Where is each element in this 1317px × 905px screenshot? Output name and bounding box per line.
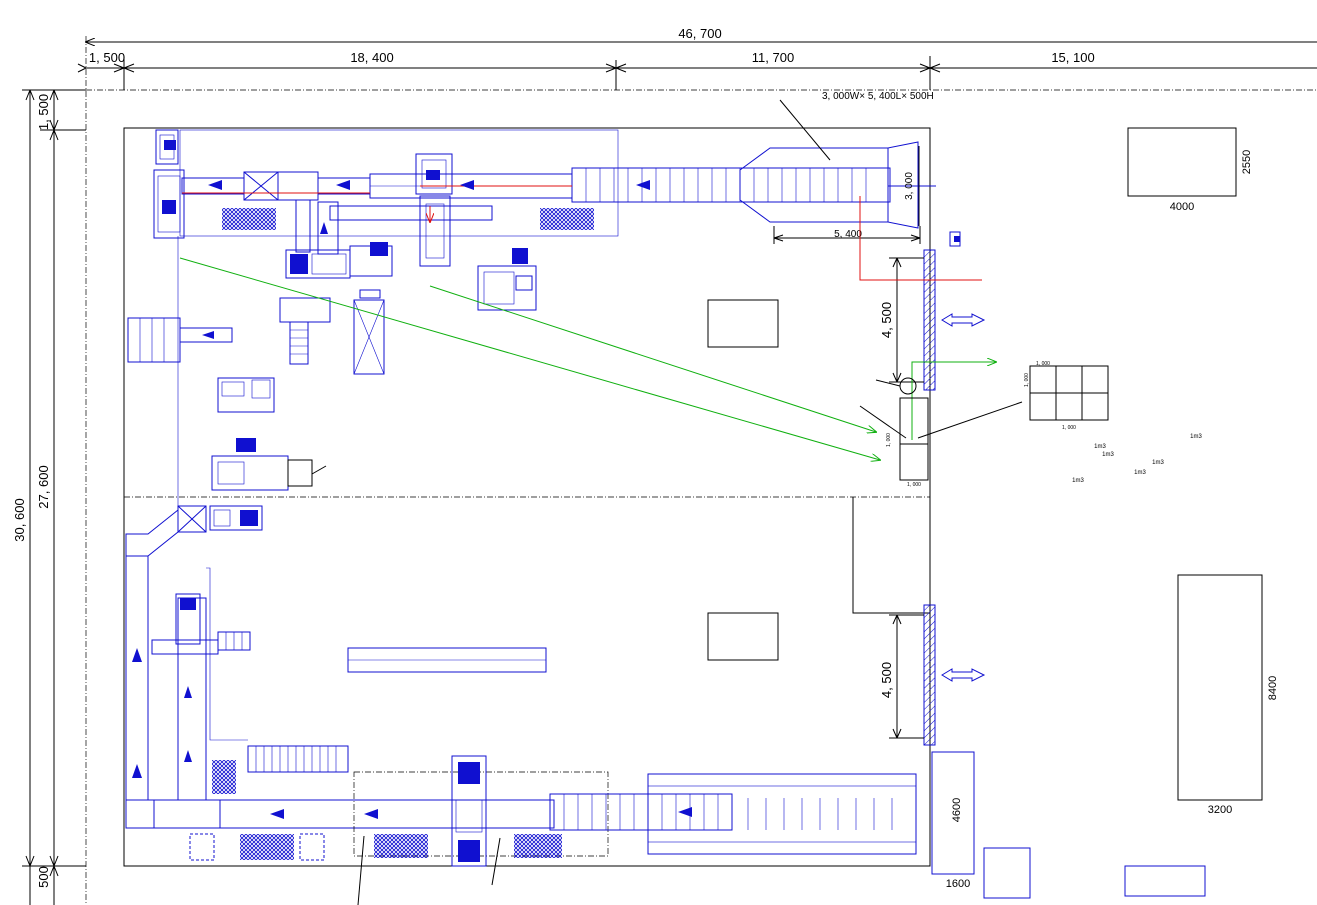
dim-total-width: 46, 700 <box>678 26 721 41</box>
m3-label: 1m3 <box>1134 470 1146 476</box>
dimension-lines <box>22 36 1317 905</box>
bin-dim-side-label: 1, 000 <box>886 433 892 447</box>
upper-mid-equipment <box>279 199 961 375</box>
bottom-conveyor-line <box>125 755 917 905</box>
hopper-spec-note: 3, 000W× 5, 400L× 500H <box>822 91 934 102</box>
box-b-width: 3200 <box>1208 804 1232 816</box>
outside-areas: 4000 2550 3200 8400 4600 1600 <box>931 127 1279 899</box>
grid-dim-top: 1, 000 <box>1036 361 1050 367</box>
dim-seg2: 18, 400 <box>350 50 393 65</box>
m3-label: 1m3 <box>1190 434 1202 440</box>
dim-inner-height: 27, 600 <box>36 465 51 508</box>
interior-area-lower <box>707 612 779 661</box>
box-c-width: 1600 <box>946 878 970 890</box>
m3-label: 1m3 <box>1152 460 1164 466</box>
door-lower <box>923 604 936 746</box>
outside-box-a <box>1127 127 1237 197</box>
door-upper <box>923 249 936 391</box>
building-outline: 4, 500 4, 500 <box>123 127 986 867</box>
dim-door-upper: 4, 500 <box>879 302 894 338</box>
outside-box-c <box>931 751 975 875</box>
grid-dim-side: 1, 000 <box>1024 373 1030 387</box>
outside-box-b <box>1177 574 1263 801</box>
dimension-labels: 46, 700 1, 500 18, 400 11, 700 15, 100 3… <box>12 26 1095 888</box>
dim-hopper-length: 5, 400 <box>834 229 862 240</box>
volume-labels: 1m3 1m3 1m3 1m3 1m3 1m3 <box>1072 434 1202 484</box>
dim-door-lower: 4, 500 <box>879 662 894 698</box>
outside-box-d <box>983 847 1031 899</box>
left-equipment <box>125 236 547 801</box>
m3-label: 1m3 <box>1072 478 1084 484</box>
double-arrow-icon <box>941 313 986 327</box>
dim-seg3: 11, 700 <box>752 50 794 65</box>
machine-cluster-left-top <box>153 129 185 239</box>
dim-seg1: 1, 500 <box>89 50 125 65</box>
flow-arrows <box>179 180 996 460</box>
grid-dim-bottom: 1, 000 <box>1062 425 1076 431</box>
outside-box-e <box>1124 865 1206 897</box>
m3-label: 1m3 <box>1102 452 1114 458</box>
hopper-slats <box>585 168 867 202</box>
dim-total-height: 30, 600 <box>12 498 27 541</box>
box-a-width: 4000 <box>1170 201 1194 213</box>
discharge-area: 1, 000 1, 000 1, 000 1, 000 1, 000 <box>859 361 1109 488</box>
bin-dim-label: 1, 000 <box>907 482 921 488</box>
m3-label: 1m3 <box>1094 444 1106 450</box>
hopper <box>739 141 919 229</box>
hopper-dimensions: 5, 400 3, 000 3, 000W× 5, 400L× 500H <box>773 91 934 244</box>
dim-seg4: 15, 100 <box>1051 50 1094 65</box>
box-c-height: 4600 <box>951 798 963 822</box>
upper-conveyor-line <box>153 129 936 267</box>
dim-top-margin: 1, 500 <box>36 94 51 130</box>
interior-area-upper <box>707 299 779 348</box>
double-arrow-icon <box>941 668 986 682</box>
machine-cluster-mid-top <box>415 153 453 267</box>
box-a-height: 2550 <box>1241 150 1253 174</box>
dim-hopper-width: 3, 000 <box>904 172 915 200</box>
hopper-conveyor <box>571 167 891 203</box>
dim-bottom-margin: 500 <box>36 866 51 888</box>
box-b-height: 8400 <box>1267 676 1279 700</box>
